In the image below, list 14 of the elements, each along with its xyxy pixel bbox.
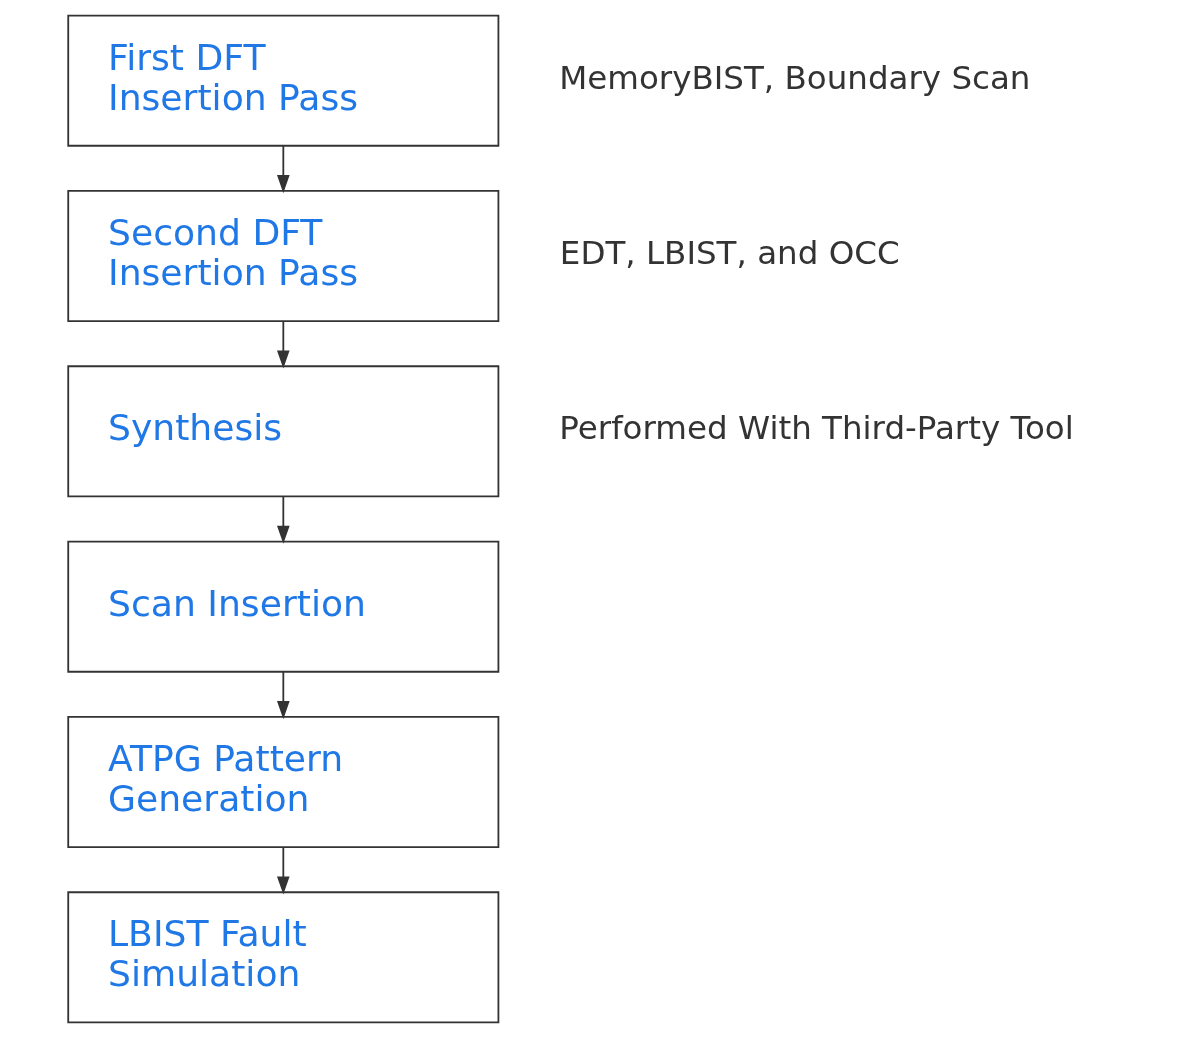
arrow <box>276 671 290 720</box>
node-box: ATPG Pattern Generation <box>66 716 499 848</box>
arrow <box>276 145 290 194</box>
arrow <box>276 495 290 544</box>
node-label: Performed With Third-Party Tool <box>558 409 1074 448</box>
node-box: First DFT Insertion Pass <box>66 14 499 147</box>
node-box: Scan Insertion <box>66 540 499 673</box>
arrow <box>276 846 290 895</box>
node-box: Synthesis <box>66 365 499 498</box>
node-label: MemoryBIST, Boundary Scan <box>558 58 1030 97</box>
node-box: LBIST Fault Simulation <box>66 891 499 1024</box>
node-label: EDT, LBIST, and OCC <box>559 233 900 272</box>
node-box: Second DFT Insertion Pass <box>66 190 499 322</box>
arrow <box>276 320 290 369</box>
